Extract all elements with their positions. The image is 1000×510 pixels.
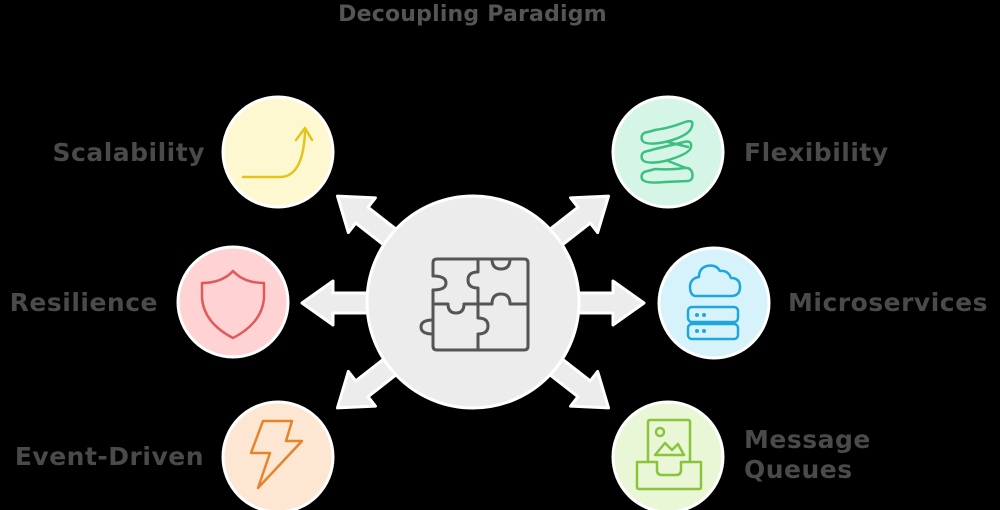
inbox-tray-image-icon	[635, 418, 703, 491]
node-event-driven	[221, 400, 335, 510]
node-scalability	[221, 95, 335, 209]
label-flexibility: Flexibility	[744, 138, 889, 167]
event-driven-circle	[221, 400, 335, 510]
microservices-circle	[657, 246, 771, 360]
server-leds	[695, 313, 706, 333]
label-event-driven: Event-Driven	[14, 442, 204, 471]
resilience-circle	[176, 245, 290, 359]
label-microservices: Microservices	[788, 288, 988, 317]
node-resilience	[176, 245, 290, 359]
label-message-queues: Message Queues	[744, 425, 871, 485]
shield-icon	[200, 269, 266, 340]
node-flexibility	[611, 95, 725, 209]
label-resilience: Resilience	[9, 288, 158, 317]
trend-up-arrow-icon	[241, 126, 314, 179]
puzzle-icon	[419, 257, 530, 352]
label-message-queues-line1: Message	[744, 425, 871, 454]
label-scalability: Scalability	[52, 138, 205, 167]
node-microservices	[657, 246, 771, 360]
center-hub-circle	[365, 194, 581, 410]
scalability-circle	[221, 95, 335, 209]
node-message-queues	[611, 400, 725, 510]
label-message-queues-line2: Queues	[744, 455, 853, 484]
diagram-title: Decoupling Paradigm	[338, 2, 607, 27]
spring-icon	[640, 119, 694, 184]
lightning-bolt-icon	[249, 419, 304, 490]
cloud-server-icon	[686, 264, 742, 341]
flexibility-circle	[611, 95, 725, 209]
